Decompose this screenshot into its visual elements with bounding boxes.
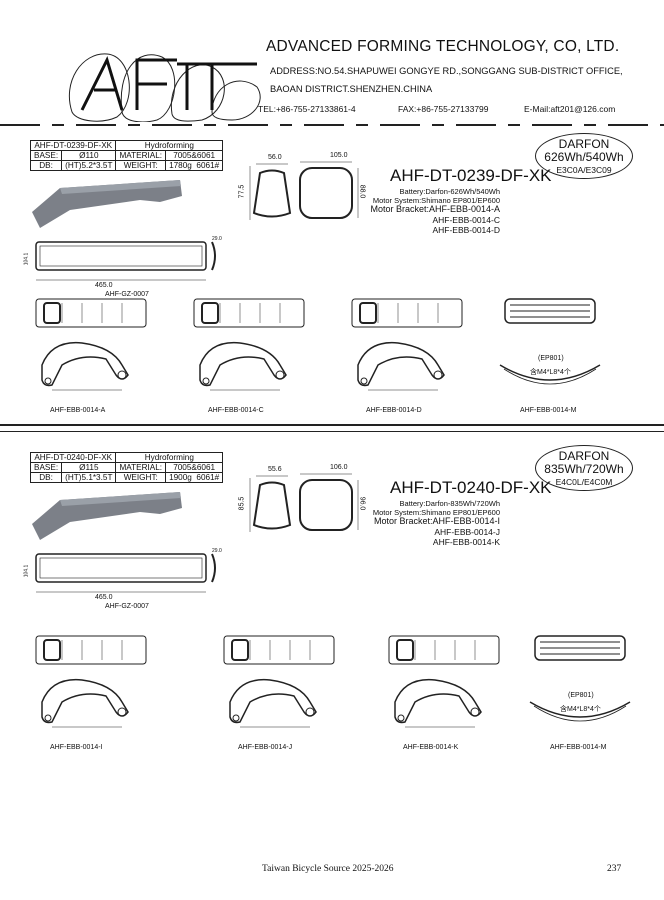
badge-codes: E4C0L/E4C0M [555, 477, 613, 487]
side-length-dim: 465.0 [95, 594, 113, 601]
spec-db-label: DB: [29, 472, 63, 483]
company-name: ADVANCED FORMING TECHNOLOGY, CO, LTD. [266, 38, 620, 55]
motor-bracket: Motor Bracket:AHF-EBB-0014-A [370, 204, 500, 214]
spec-base-label: BASE: [29, 462, 63, 473]
bracket-drawing: AHF-EBB-0014-K [375, 632, 505, 751]
bracket-drawing: AHF-EBB-0014-D [338, 295, 468, 414]
bracket-label: AHF-EBB-0014-M [520, 407, 577, 414]
screw-note: 含M4*L8*4个 [530, 369, 571, 376]
small-height-dim: 85.5 [238, 496, 246, 511]
spec-db: (HT)5.2*3.5T [61, 160, 117, 171]
spec-weight-label: WEIGHT: [115, 472, 167, 483]
spec-weight-label: WEIGHT: [115, 160, 167, 171]
battery: Battery:Darfon-626Wh/540Wh [399, 187, 500, 196]
bracket-label: AHF-EBB-0014-C [208, 407, 264, 414]
cross-section-drawing [249, 473, 359, 532]
small-width-dim: 56.0 [268, 154, 282, 161]
spec-material: 7005&6061 [165, 150, 224, 161]
spec-material-label: MATERIAL: [115, 462, 167, 473]
side-view-drawing [35, 553, 216, 593]
spec-process: Hydroforming [115, 140, 224, 151]
fax: FAX:+86-755-27133799 [398, 104, 489, 114]
side-end-dim: 29.0 [212, 548, 222, 554]
aft-logo [62, 42, 267, 127]
spec-base-label: BASE: [29, 150, 63, 161]
bracket-drawing: AHF-EBB-0014-M (EP801) 含M4*L8*4个 [490, 295, 610, 414]
ep-label: (EP801) [568, 692, 594, 699]
email[interactable]: E-Mail:aft201@126.com [524, 104, 616, 114]
tube-render [32, 492, 182, 540]
bracket-label: AHF-EBB-0014-D [366, 407, 422, 414]
bracket-drawing: AHF-EBB-0014-M (EP801) 含M4*L8*4个 [520, 632, 640, 751]
badge-capacity: 835Wh/720Wh [544, 462, 624, 476]
motor-bracket-3: AHF-EBB-0014-D [432, 225, 500, 235]
darfon-badge: DARFON 835Wh/720Wh E4C0L/E4C0M [535, 445, 633, 491]
spec-model: AHF-DT-0239-DF-XK [29, 140, 117, 151]
spec-model: AHF-DT-0240-DF-XK [29, 452, 117, 463]
screw-note: 含M4*L8*4个 [560, 706, 601, 713]
side-height-dim: 104.1 [23, 252, 30, 266]
spec-material-label: MATERIAL: [115, 150, 167, 161]
side-view-drawing [35, 241, 216, 281]
darfon-badge: DARFON 626Wh/540Wh E3C0A/E3C09 [535, 133, 633, 179]
bracket-label: AHF-EBB-0014-I [50, 744, 103, 751]
bracket-drawing: AHF-EBB-0014-J [210, 632, 340, 751]
badge-brand: DARFON [558, 137, 610, 151]
side-part-label: AHF-GZ-0007 [105, 603, 149, 610]
spec-base: Ø110 [61, 150, 117, 161]
motor-system: Motor System:Shimano EP801/EP600 [372, 196, 500, 205]
header-divider [0, 124, 664, 126]
bracket-label: AHF-EBB-0014-A [50, 407, 106, 414]
footer-publication: Taiwan Bicycle Source 2025-2026 [262, 864, 394, 874]
large-width-dim: 105.0 [330, 152, 348, 159]
bracket-label: AHF-EBB-0014-J [238, 744, 293, 751]
motor-system: Motor System:Shimano EP801/EP600 [372, 508, 500, 517]
tel: TEL:+86-755-27133861-4 [258, 104, 356, 114]
spec-weight: 1900g [169, 473, 192, 482]
badge-capacity: 626Wh/540Wh [544, 150, 624, 164]
section-divider [0, 424, 664, 432]
spec-db: (HT)5.1*3.5T [61, 472, 117, 483]
battery: Battery:Darfon-835Wh/720Wh [399, 499, 500, 508]
tube-render [32, 180, 182, 228]
motor-bracket-2: AHF-EBB-0014-C [432, 215, 500, 225]
bracket-label: AHF-EBB-0014-K [403, 744, 459, 751]
side-length-dim: 465.0 [95, 282, 113, 289]
product-title: AHF-DT-0239-DF-XK [390, 166, 552, 185]
spec-weight: 1780g [169, 161, 192, 170]
badge-brand: DARFON [558, 449, 610, 463]
side-height-dim: 104.1 [23, 564, 30, 578]
spec-base: Ø115 [61, 462, 117, 473]
ep-label: (EP801) [538, 355, 564, 362]
side-part-label: AHF-GZ-0007 [105, 291, 149, 298]
bracket-label: AHF-EBB-0014-M [550, 744, 607, 751]
motor-bracket: Motor Bracket:AHF-EBB-0014-I [373, 516, 500, 526]
bracket-drawing: AHF-EBB-0014-A [22, 295, 152, 414]
bracket-drawing: AHF-EBB-0014-I [22, 632, 152, 751]
bracket-drawing: AHF-EBB-0014-C [180, 295, 310, 414]
side-end-dim: 29.0 [212, 236, 222, 242]
address-line-1: ADDRESS:NO.54.SHAPUWEI GONGYE RD.,SONGGA… [270, 66, 623, 76]
spec-process: Hydroforming [115, 452, 224, 463]
page-number: 237 [607, 864, 622, 874]
motor-bracket-3: AHF-EBB-0014-K [432, 537, 500, 547]
spec-db-label: DB: [29, 160, 63, 171]
small-height-dim: 77.5 [238, 184, 246, 199]
spec-alloy: 6061# [196, 473, 220, 482]
small-width-dim: 55.6 [268, 466, 282, 473]
product-title: AHF-DT-0240-DF-XK [390, 478, 552, 497]
spec-alloy: 6061# [196, 161, 220, 170]
large-width-dim: 106.0 [330, 464, 348, 471]
spec-material: 7005&6061 [165, 462, 224, 473]
badge-codes: E3C0A/E3C09 [556, 165, 612, 175]
cross-section-drawing [249, 161, 359, 220]
address-line-2: BAOAN DISTRICT.SHENZHEN.CHINA [270, 84, 433, 94]
motor-bracket-2: AHF-EBB-0014-J [434, 527, 500, 537]
